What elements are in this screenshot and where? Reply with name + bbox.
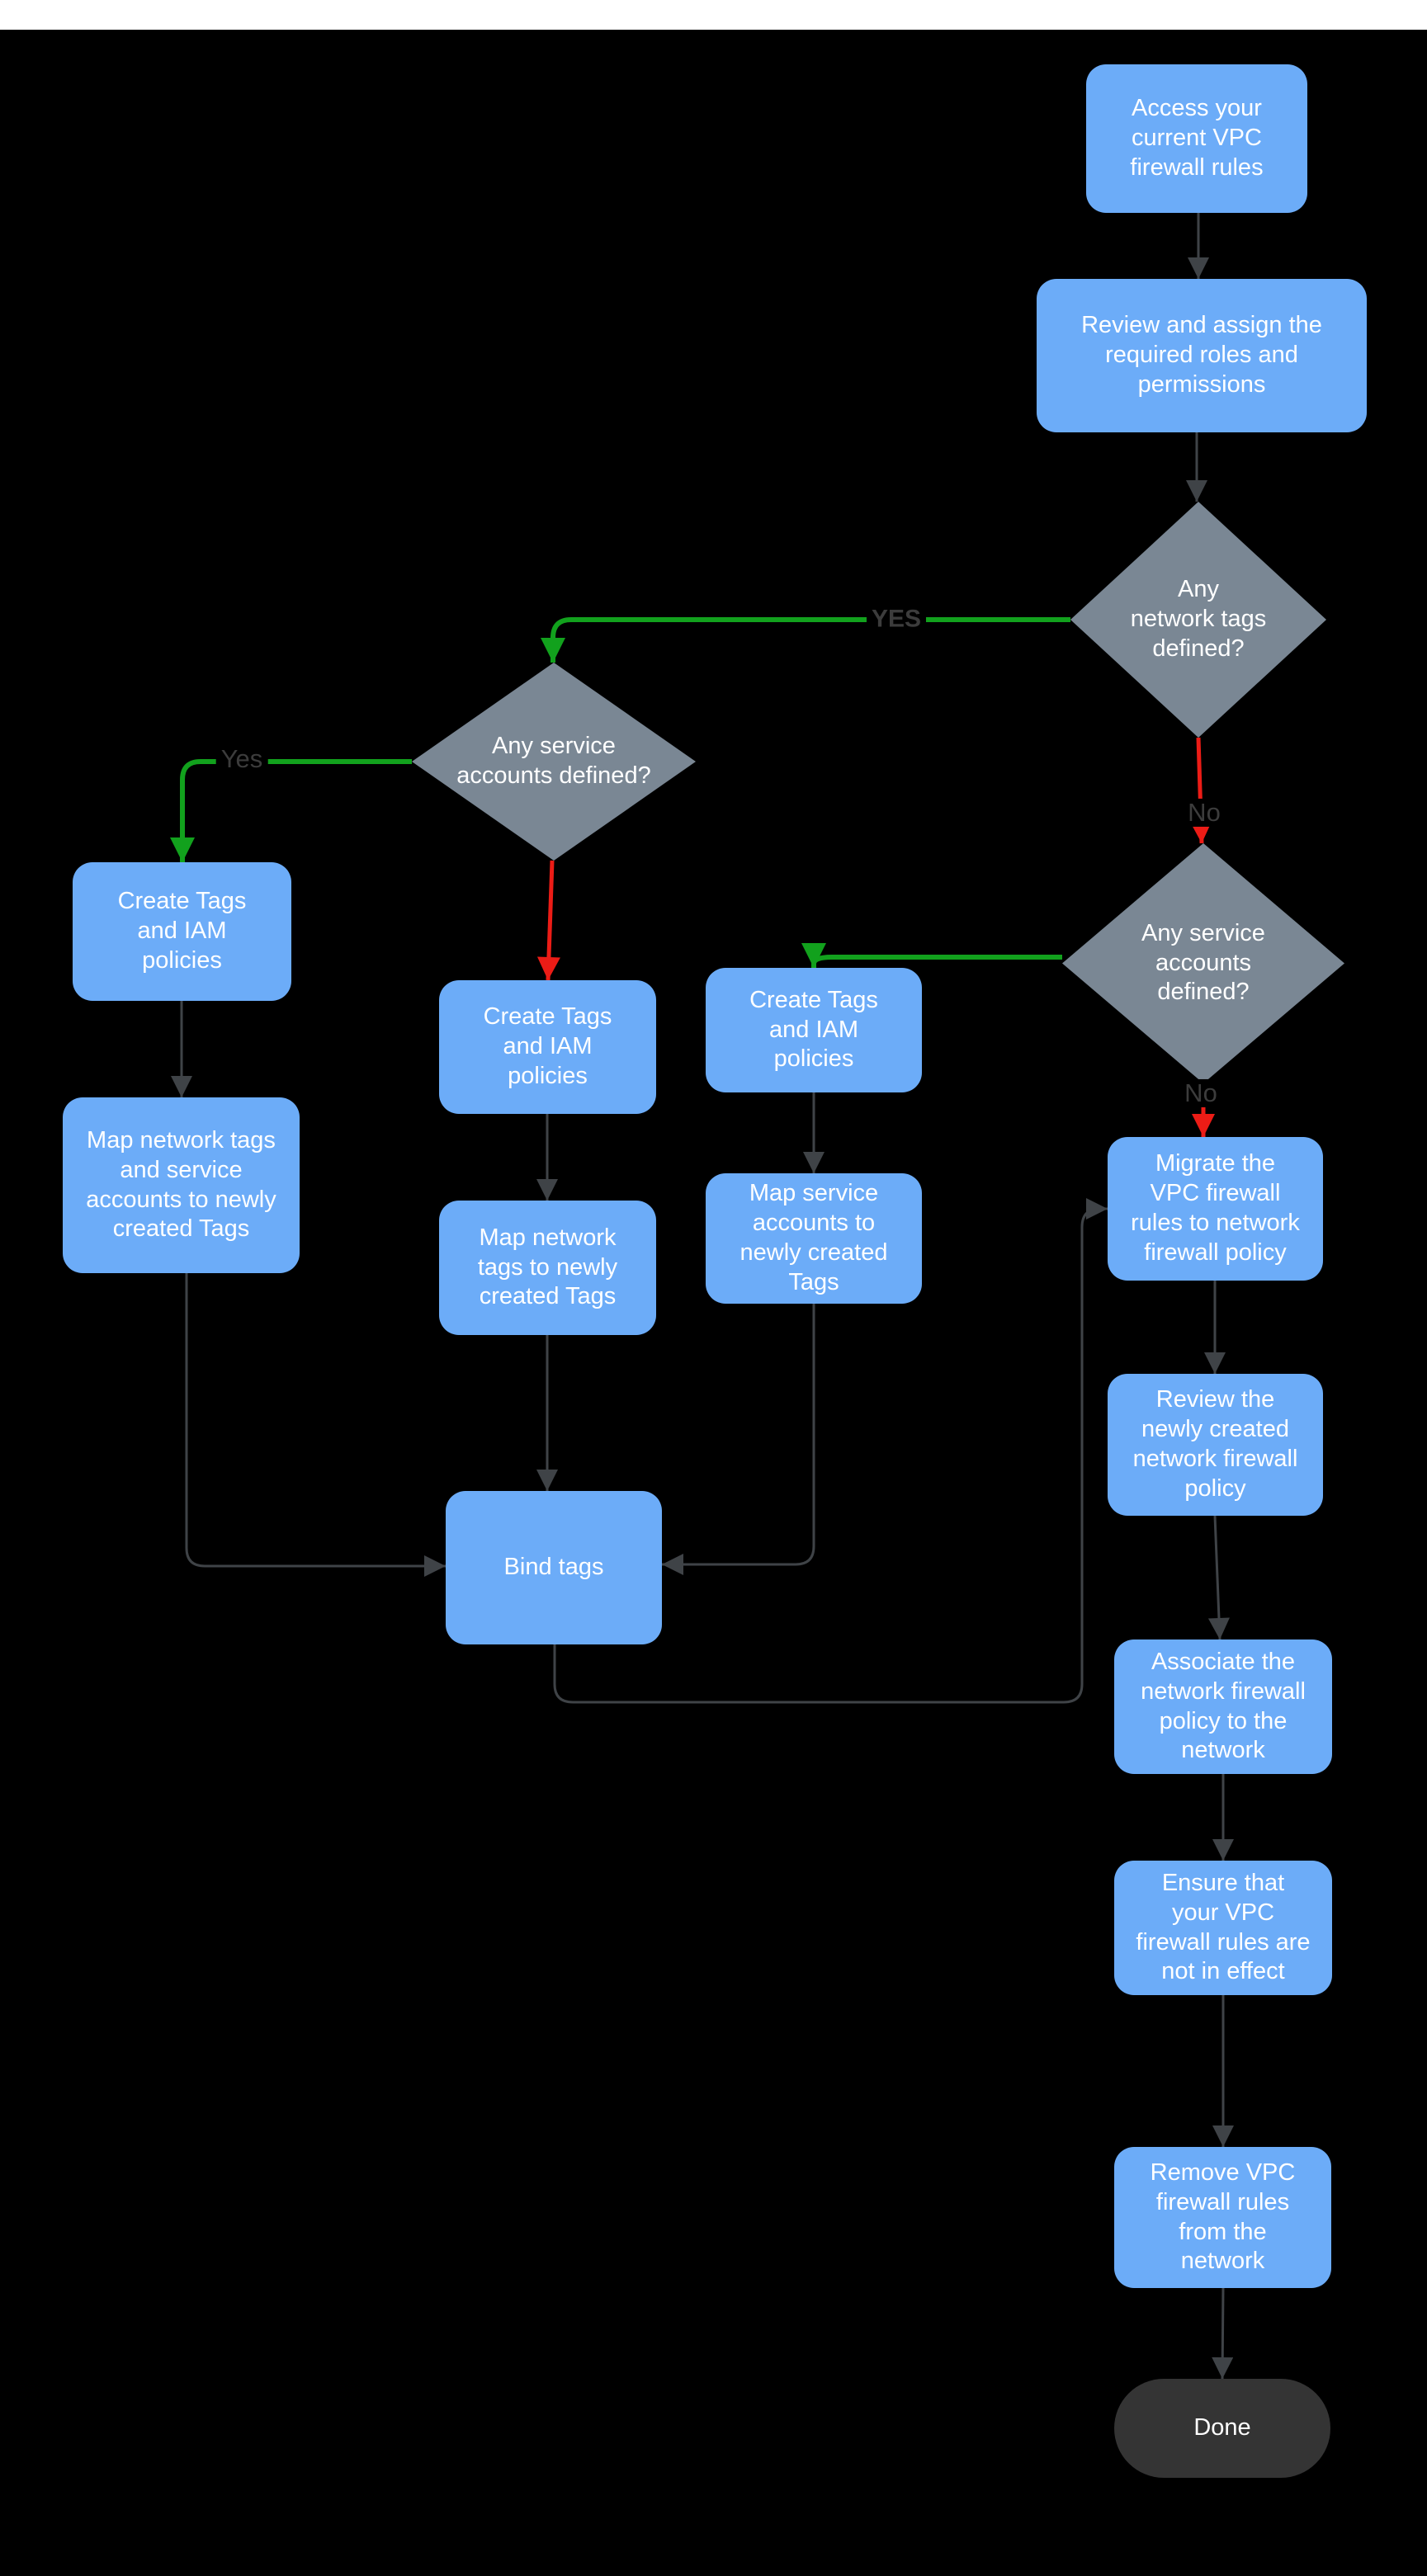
node-ensure-rules-not-in-effect: Ensure that your VPC firewall rules are … bbox=[1114, 1861, 1332, 1995]
node-map-network-tags-and-service-accounts: Map network tags and service accounts to… bbox=[63, 1097, 300, 1273]
edge-label-no-upper: No bbox=[1183, 798, 1226, 828]
edge-no-network-tags-to-right-decision bbox=[1189, 737, 1213, 844]
node-create-tags-iam-right: Create Tags and IAM policies bbox=[706, 968, 922, 1092]
node-map-service-accounts: Map service accounts to newly created Ta… bbox=[706, 1173, 922, 1304]
node-done: Done bbox=[1114, 2379, 1330, 2478]
node-associate-policy: Associate the network firewall policy to… bbox=[1114, 1639, 1332, 1774]
node-remove-vpc-rules: Remove VPC firewall rules from the netwo… bbox=[1114, 2147, 1331, 2288]
edge-yes-network-tags-to-left-decision bbox=[541, 617, 1070, 663]
edge-yes-right-decision-to-create-right bbox=[801, 943, 1062, 968]
edge-map-left-to-bind bbox=[185, 1273, 446, 1577]
edge-map-right-to-bind bbox=[662, 1304, 815, 1575]
edge-label-yes-left: Yes bbox=[215, 744, 268, 774]
edge-remove-to-done bbox=[1212, 2287, 1234, 2380]
node-map-network-tags: Map network tags to newly created Tags bbox=[439, 1201, 656, 1335]
node-create-tags-iam-left: Create Tags and IAM policies bbox=[73, 862, 291, 1001]
node-bind-tags: Bind tags bbox=[446, 1491, 662, 1644]
edge-label-no-lower: No bbox=[1179, 1078, 1222, 1108]
node-access-vpc-firewall-rules: Access your current VPC firewall rules bbox=[1086, 64, 1307, 213]
node-review-roles-permissions: Review and assign the required roles and… bbox=[1037, 279, 1367, 432]
edge-yes-left-decision-to-create-left bbox=[170, 759, 412, 862]
node-create-tags-iam-mid: Create Tags and IAM policies bbox=[439, 980, 656, 1114]
edge-label-yes-upper: YES bbox=[866, 605, 927, 633]
top-white-strip bbox=[0, 0, 1427, 30]
edge-bind-to-migrate bbox=[553, 1198, 1108, 1704]
node-migrate-vpc-rules: Migrate the VPC firewall rules to networ… bbox=[1108, 1137, 1323, 1281]
edge-review-policy-to-associate bbox=[1207, 1515, 1230, 1640]
edge-no-left-decision-to-create-mid bbox=[536, 860, 560, 981]
node-review-new-policy: Review the newly created network firewal… bbox=[1108, 1374, 1323, 1516]
